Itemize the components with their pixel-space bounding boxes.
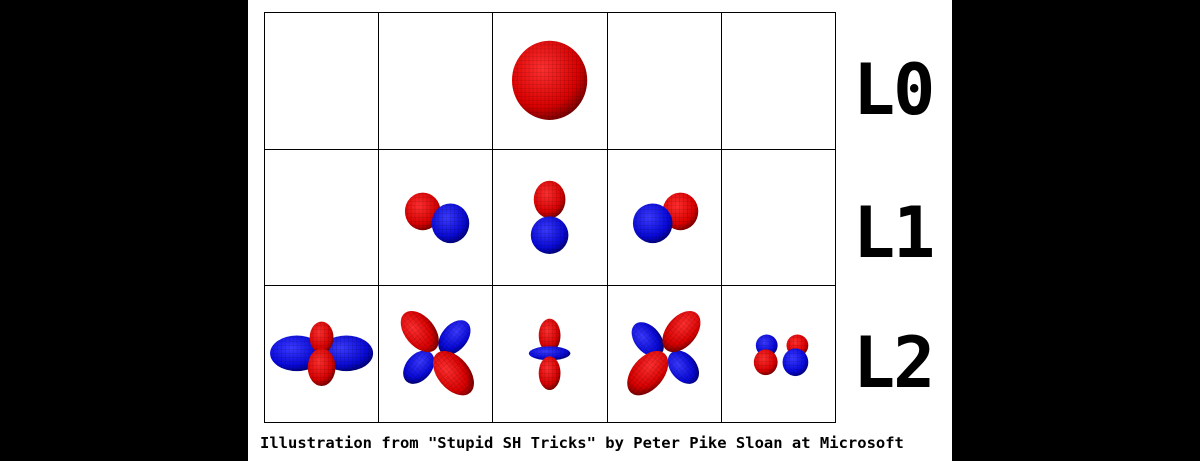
l1-m-1-lobes-shape xyxy=(405,192,470,243)
l1-m1-lobes-shape xyxy=(632,192,698,243)
cell-l2-m1 xyxy=(607,286,722,423)
cell-l0-m0 xyxy=(493,13,608,150)
cell-l2-m0 xyxy=(493,286,608,423)
band-label-l2: L2 xyxy=(853,322,935,404)
cell-l2-m2 xyxy=(721,286,836,423)
cell-l2-m-2 xyxy=(265,286,380,423)
sh-grid xyxy=(264,12,836,423)
cell-l2-m-1 xyxy=(379,286,494,423)
figure-canvas: L0 L1 L2 Illustration from "Stupid SH Tr… xyxy=(248,0,952,461)
l2-m1-lobes-shape xyxy=(626,311,701,396)
band-label-l0: L0 xyxy=(853,49,935,131)
cell-l1-m0 xyxy=(493,149,608,287)
cell-l0-m1 xyxy=(607,13,722,150)
l2-m-1-lobes-shape xyxy=(400,311,475,396)
band-label-l1: L1 xyxy=(853,192,935,274)
cell-l1-m2 xyxy=(721,149,836,287)
l2-m0-lobes-shape xyxy=(529,319,571,391)
cell-l0-m2 xyxy=(721,13,836,150)
cell-l1-m1 xyxy=(607,149,722,287)
cell-l0-m-2 xyxy=(265,13,380,150)
cell-l1-m-1 xyxy=(379,149,494,287)
l0-sphere-shape xyxy=(512,40,588,120)
l1-m0-lobes-shape xyxy=(531,180,569,254)
l2-m2-lobes-shape xyxy=(753,334,809,377)
l2-m-2-lobes-shape xyxy=(270,321,374,387)
cell-l1-m-2 xyxy=(265,149,380,287)
cell-l0-m-1 xyxy=(379,13,494,150)
figure-caption: Illustration from "Stupid SH Tricks" by … xyxy=(260,434,904,452)
